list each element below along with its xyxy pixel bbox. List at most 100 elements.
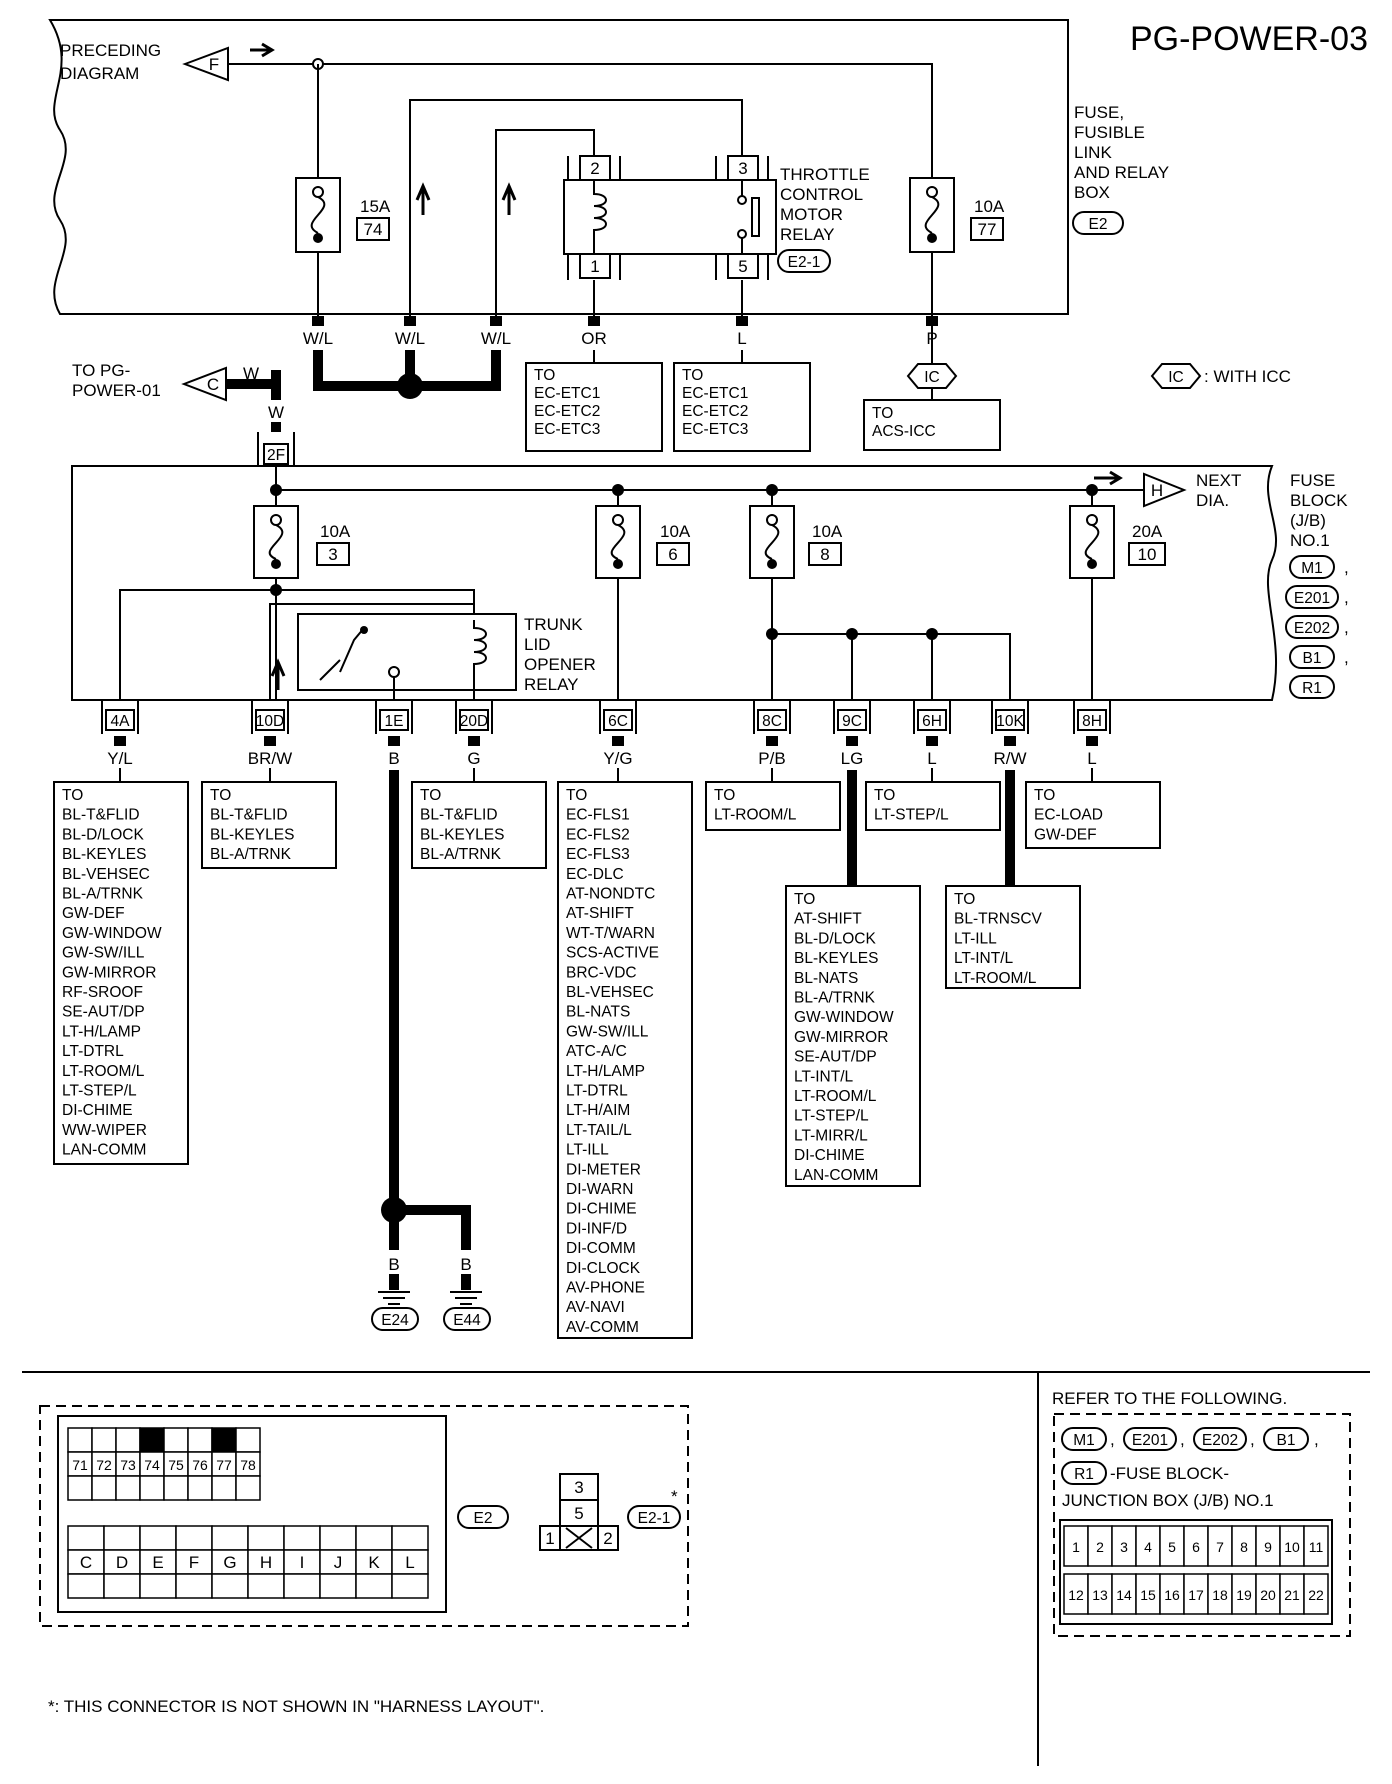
jb-cell xyxy=(1255,1573,1281,1615)
jb-cell xyxy=(1159,1525,1185,1567)
dest-box-4a xyxy=(53,781,189,1165)
connector-cell xyxy=(355,1525,393,1551)
svg-text:EC-ETC3: EC-ETC3 xyxy=(534,421,600,438)
destination-line: TO xyxy=(874,787,895,804)
pin-label: 9C xyxy=(842,713,862,730)
top-terminals xyxy=(312,316,938,326)
cell-number: 77 xyxy=(216,1457,232,1473)
connector-cell xyxy=(91,1427,117,1453)
jb-cell xyxy=(1231,1525,1257,1567)
svg-text:,: , xyxy=(1344,618,1349,637)
connector-cell xyxy=(235,1451,261,1477)
svg-text:RELAY: RELAY xyxy=(780,225,835,244)
connector-cell xyxy=(163,1427,189,1453)
pin-label: 10K xyxy=(996,713,1024,730)
destination-lists: TOBL-T&FLIDBL-D/LOCKBL-KEYLESBL-VEHSECBL… xyxy=(62,787,1103,1336)
fuse-8: 10A 8 xyxy=(749,490,843,579)
svg-text:,: , xyxy=(1314,1430,1319,1449)
destination-line: TO xyxy=(566,787,587,804)
destination-line: GW-SW/ILL xyxy=(566,1023,649,1040)
svg-text:10A: 10A xyxy=(660,522,691,541)
dest-box-10k xyxy=(945,885,1081,989)
destination-line: BRC-VDC xyxy=(566,964,637,981)
destination-line: LT-ROOM/L xyxy=(954,970,1037,987)
jb-cell-number: 3 xyxy=(1120,1539,1128,1555)
wire-color: G xyxy=(467,749,480,768)
wire-color: W xyxy=(268,403,284,422)
svg-text:20A: 20A xyxy=(1132,522,1163,541)
connector-cell xyxy=(283,1525,321,1551)
jb-cell-number: 5 xyxy=(1168,1539,1176,1555)
connector-cell xyxy=(235,1475,261,1501)
destination-line: LT-DTRL xyxy=(62,1043,124,1060)
svg-text:POWER-01: POWER-01 xyxy=(72,381,161,400)
wire-color: Y/G xyxy=(603,749,632,768)
svg-text:DIAGRAM: DIAGRAM xyxy=(60,64,139,83)
destination-line: LT-ROOM/L xyxy=(62,1063,145,1080)
harness-wire xyxy=(394,1205,471,1250)
destination-line: DI-WARN xyxy=(566,1181,633,1198)
svg-text:E44: E44 xyxy=(453,1312,481,1329)
jb-cell xyxy=(1279,1525,1305,1567)
destination-line: LT-H/LAMP xyxy=(566,1063,645,1080)
svg-text:15A: 15A xyxy=(360,197,391,216)
terminal xyxy=(264,736,276,746)
destination-line: GW-DEF xyxy=(1034,826,1097,843)
fuse-6: 10A 6 xyxy=(595,490,691,579)
jb-cell-number: 22 xyxy=(1308,1587,1324,1603)
cell-number: 72 xyxy=(96,1457,112,1473)
cell-letter: K xyxy=(368,1553,380,1572)
terminal xyxy=(766,736,778,746)
cell-letter: I xyxy=(300,1553,305,1572)
terminal xyxy=(846,736,858,746)
jb-cell xyxy=(1183,1573,1209,1615)
destination-line: LT-INT/L xyxy=(954,950,1014,967)
svg-text:M1: M1 xyxy=(1301,560,1323,577)
bus-wire xyxy=(228,63,933,180)
svg-text:OR: OR xyxy=(581,329,607,348)
pin-label: 10D xyxy=(256,713,284,730)
jb-cell xyxy=(1159,1573,1185,1615)
jb-cell-number: 20 xyxy=(1260,1587,1276,1603)
pin-box xyxy=(757,709,787,731)
svg-text:H: H xyxy=(1151,481,1163,500)
cell-letter: H xyxy=(260,1553,272,1572)
destination-line: GW-MIRROR xyxy=(62,964,156,981)
cell-number: 75 xyxy=(168,1457,184,1473)
destination-line: TO xyxy=(954,891,975,908)
svg-text:3: 3 xyxy=(328,545,337,564)
pin-label: 20D xyxy=(460,713,488,730)
svg-text:*: * xyxy=(671,1487,678,1506)
destination-line: TO xyxy=(62,787,83,804)
bus-wire xyxy=(275,466,1144,491)
svg-text:EC-ETC1: EC-ETC1 xyxy=(682,385,748,402)
arrow-up-icon xyxy=(415,182,431,215)
svg-text:EC-ETC2: EC-ETC2 xyxy=(682,403,748,420)
destination-line: WT-T/WARN xyxy=(566,925,655,942)
connector-cell xyxy=(355,1549,393,1575)
svg-text:AND RELAY: AND RELAY xyxy=(1074,163,1169,182)
jb-cell-number: 16 xyxy=(1164,1587,1180,1603)
connector-cell xyxy=(211,1573,249,1599)
destination-line: EC-FLS2 xyxy=(566,826,630,843)
svg-text:1: 1 xyxy=(590,257,599,276)
fuse-block-pins: 4AY/L10DBR/W1EB20DG6CY/G8CP/B9CLG6HL10KR… xyxy=(101,700,1111,782)
destination-line: WW-WIPER xyxy=(62,1122,147,1139)
e2-connector-label: E2 xyxy=(457,1505,509,1529)
svg-text:TO: TO xyxy=(534,367,555,384)
jb-cell xyxy=(1303,1525,1329,1567)
jb-cell-number: 7 xyxy=(1216,1539,1224,1555)
svg-text:TRUNK: TRUNK xyxy=(524,615,583,634)
connector-cell xyxy=(139,1525,177,1551)
relay-box-connector-e2: E2 xyxy=(1072,211,1124,235)
jb-cell-number: 11 xyxy=(1309,1539,1324,1555)
svg-text:BOX: BOX xyxy=(1074,183,1110,202)
connector-cell xyxy=(391,1573,429,1599)
svg-text:,: , xyxy=(1180,1430,1185,1449)
jb-frame xyxy=(1059,1519,1333,1625)
svg-text:CONTROL: CONTROL xyxy=(780,185,863,204)
wire xyxy=(495,129,595,320)
destination-line: GW-WINDOW xyxy=(794,1009,894,1026)
destination-line: BL-NATS xyxy=(794,970,858,987)
